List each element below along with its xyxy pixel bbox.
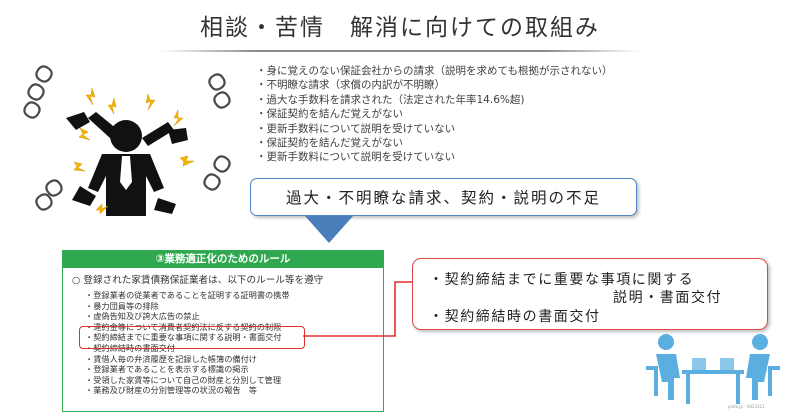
highlight-box: ・契約締結までに重要な事項に関する 説明・書面交付 ・契約締結時の書面交付 (412, 258, 768, 330)
list-item: ・虚偽告知及び誇大広告の禁止 (85, 311, 200, 322)
list-item: ・更新手数料について説明を受けていない (256, 122, 456, 135)
complaint-list: ・身に覚えのない保証会社からの請求（説明を求めても根拠が示されない） ・不明瞭な… (256, 64, 612, 165)
list-item: ・身に覚えのない保証会社からの請求（説明を求めても根拠が示されない） (256, 65, 613, 77)
list-item: ・登録業者であることを表示する標識の掲示 (85, 364, 249, 375)
summary-box: 過大・不明瞭な請求、契約・説明の不足 (250, 178, 637, 216)
summary-text: 過大・不明瞭な請求、契約・説明の不足 (285, 189, 601, 207)
highlight-bracket (79, 326, 305, 349)
list-item: ・過大な手数料を請求された（法定された年率14.6%超) (256, 93, 525, 106)
table-icon (682, 358, 744, 404)
panel-intro: ○ 登録された家賃債務保証業者は、以下のルール等を遵守 (72, 275, 324, 286)
title-underline (160, 50, 640, 52)
list-item: ・登録業者の従業者であることを証明する証明書の携帯 (85, 290, 290, 300)
tie-icon (120, 156, 132, 190)
list-item: ・保証契約を結んだ覚えがない (256, 108, 403, 121)
list-item: ・不明瞭な請求（求償の内訳が不明瞭） (256, 79, 445, 92)
meeting-people-illustration (646, 334, 780, 404)
list-item: ・受領した家賃等について自己の財産と分別して管理 (85, 374, 282, 385)
highlight-line-3: ・契約締結時の書面交付 (429, 309, 601, 325)
phone-cord-icon (23, 65, 231, 211)
list-item: ・暴力団員等の排除 (85, 300, 159, 311)
list-item: ・業務及び財産の分別管理等の状況の報告 等 (85, 385, 257, 396)
highlight-line-2: 説明・書面交付 (613, 290, 723, 306)
lightning-bolt-icon (73, 87, 195, 215)
list-item: ・契約締結時の書面交付 (85, 342, 176, 353)
list-item: ・保証契約を結んだ覚えがない (256, 137, 403, 150)
page-title: 相談・苦情 解消に向けての取組み (200, 15, 600, 41)
list-item: ・更新手数料について説明を受けていない (256, 151, 456, 164)
highlight-line-1: ・契約締結までに重要な事項に関する (429, 272, 695, 288)
stressed-man-phones-illustration (23, 65, 231, 216)
down-arrow-icon (305, 216, 353, 243)
list-item: ・賃借人毎の弁済履歴を記録した帳簿の備付け (85, 353, 257, 364)
list-item: ・契約締結までに重要な事項に関する説明・書面交付 (85, 332, 282, 343)
person-icon (646, 334, 780, 400)
panel-header: ③業務適正化のためのルール (63, 251, 383, 268)
phone-handset-icon (66, 112, 188, 214)
image-credit: pixta.jp - 4423311 (728, 404, 765, 409)
